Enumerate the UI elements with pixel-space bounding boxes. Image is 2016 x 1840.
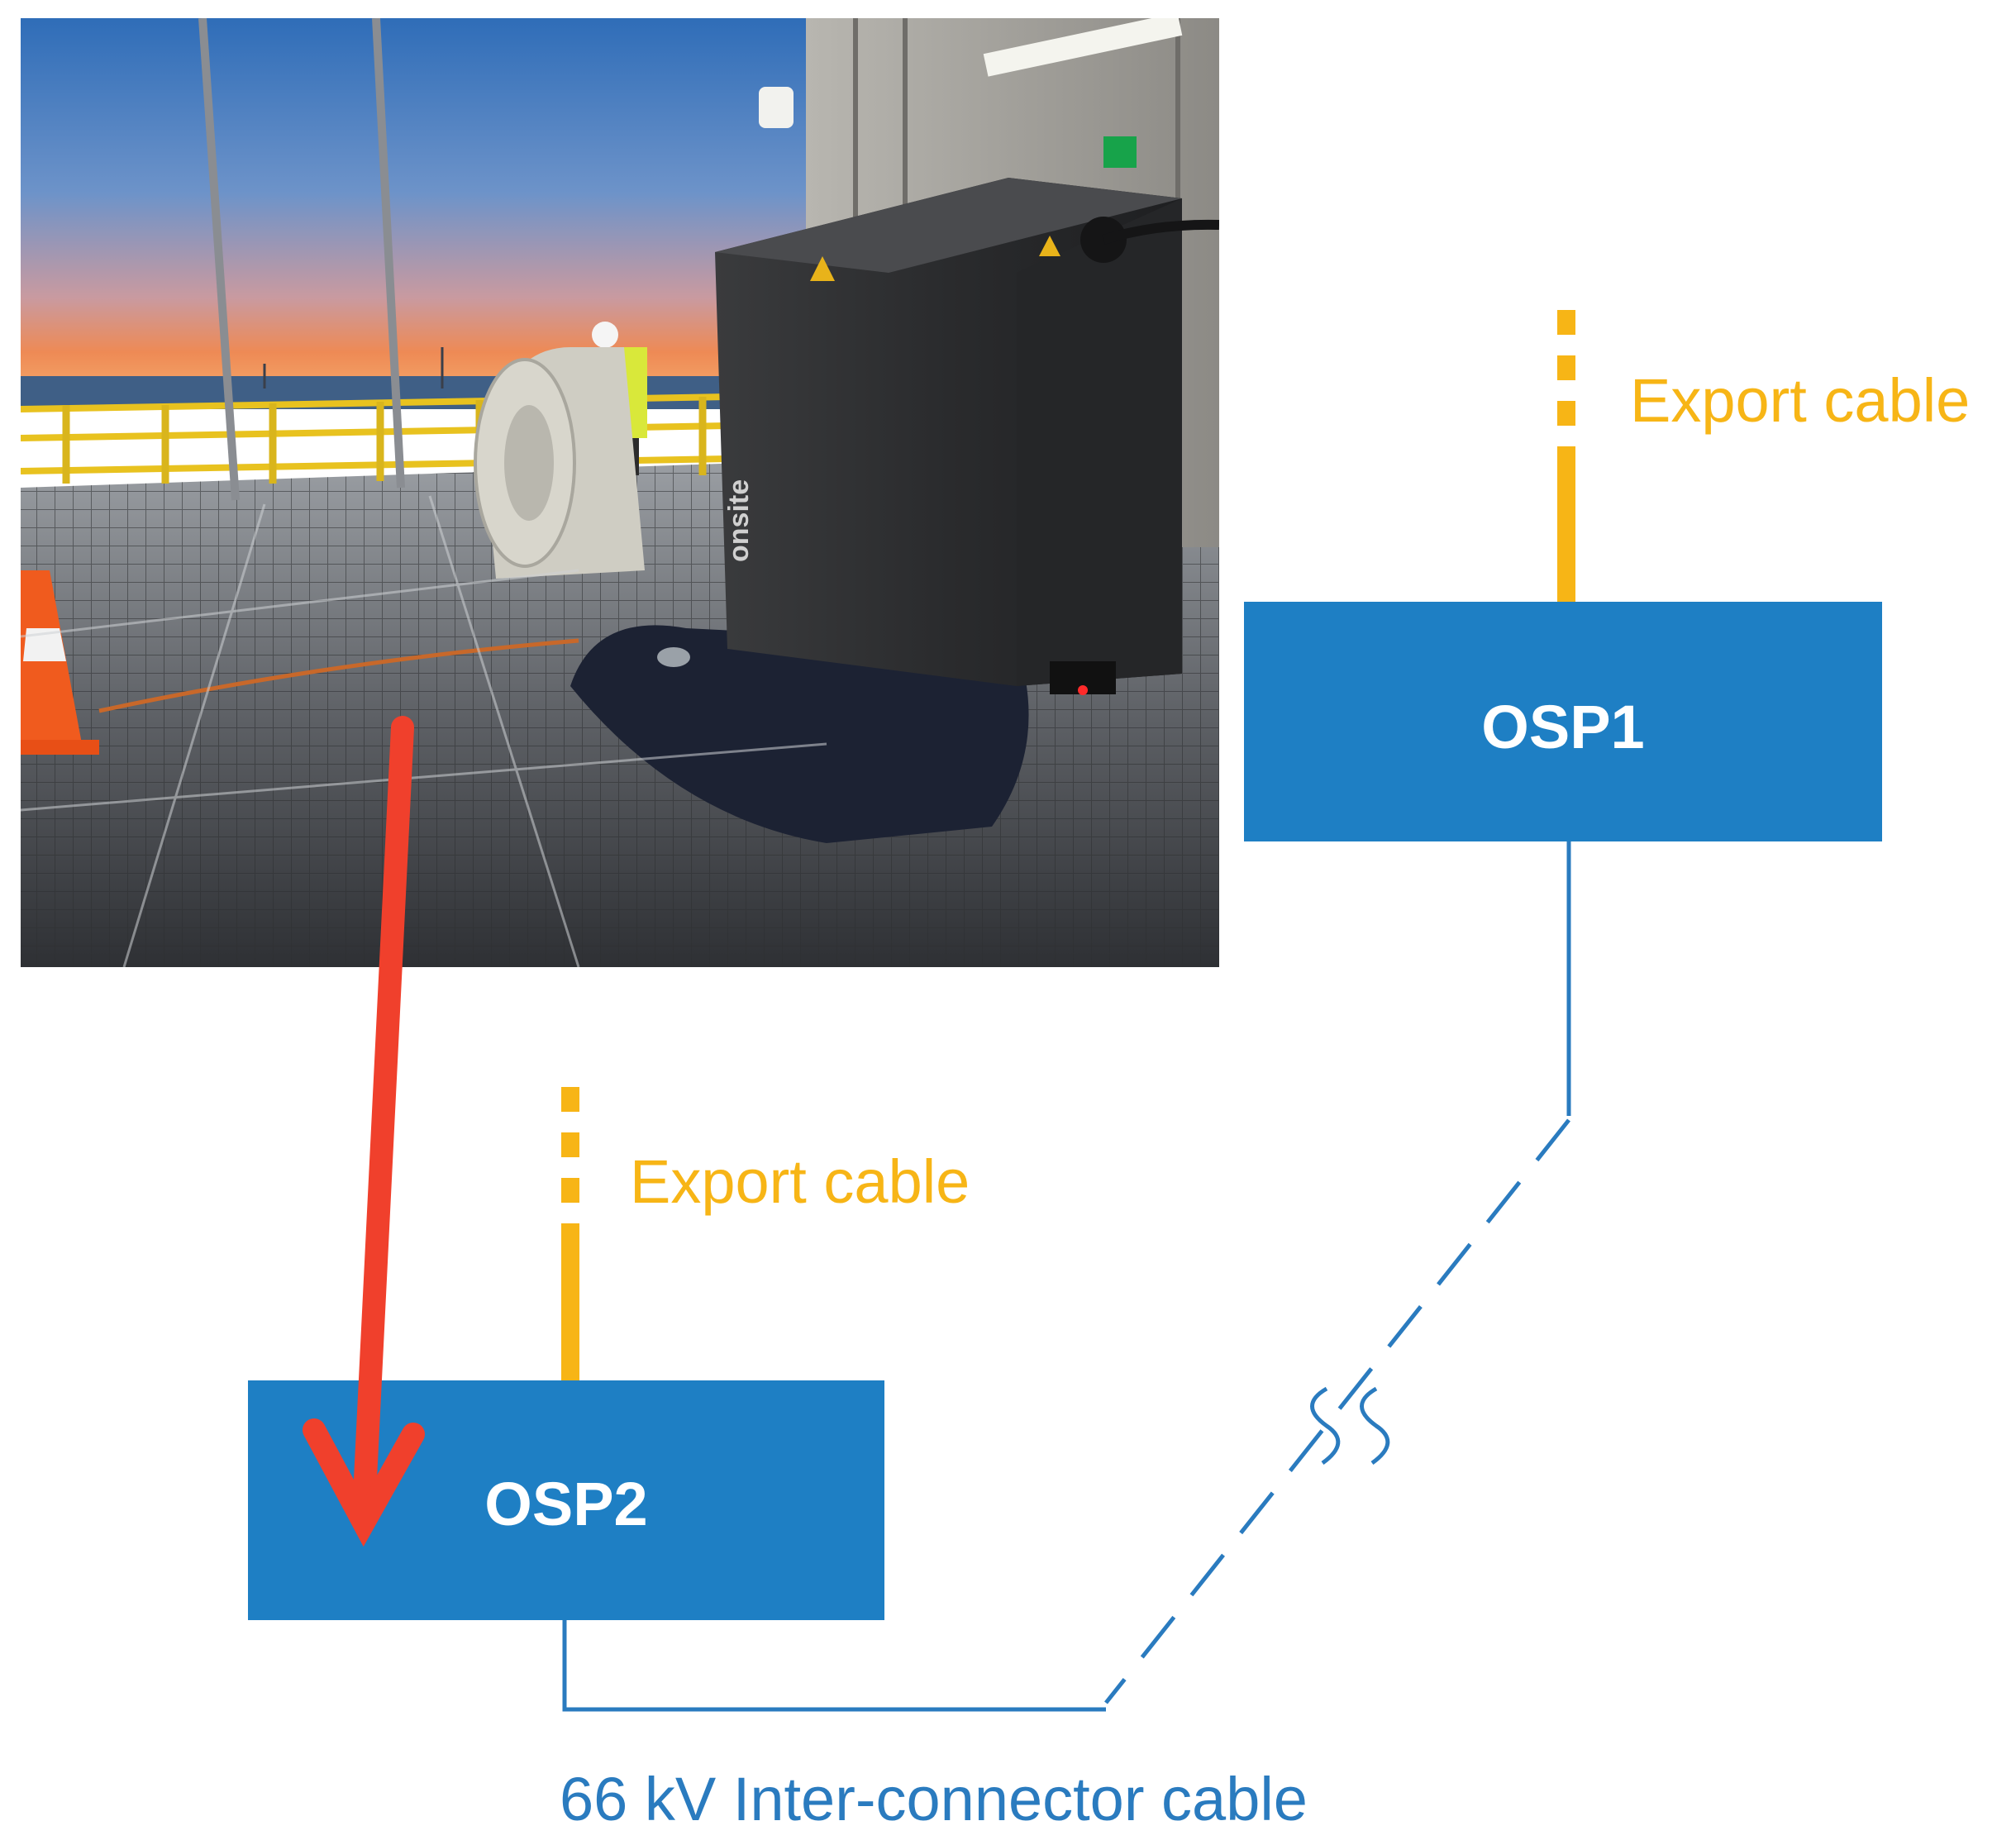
- photo-poles: [198, 18, 405, 501]
- photo-test-cabinet: onsite: [715, 178, 1219, 695]
- export-cable-label-2: Export cable: [630, 1147, 970, 1216]
- red-arrow: [303, 716, 425, 1547]
- export-cable-label-1: Export cable: [1630, 366, 1970, 435]
- photo-orange-cable: [98, 638, 579, 713]
- photo-flood-light: [759, 87, 794, 128]
- osp1-label: OSP1: [1481, 693, 1644, 761]
- osp1-box: [1244, 602, 1882, 841]
- platform-photo: onsite: [21, 18, 1219, 967]
- cabinet-brand-text: onsite: [723, 479, 755, 562]
- photo-cable-drum: [474, 347, 645, 579]
- photo-traffic-cone: [21, 570, 99, 755]
- osp2-label: OSP2: [484, 1470, 647, 1538]
- interconnector-label: 66 kV Inter-connector cable: [560, 1765, 1308, 1833]
- interconnector-cable: [562, 841, 1571, 1712]
- cable-break-symbol: [1310, 1386, 1390, 1466]
- photo-ballast-bag: [570, 625, 1029, 843]
